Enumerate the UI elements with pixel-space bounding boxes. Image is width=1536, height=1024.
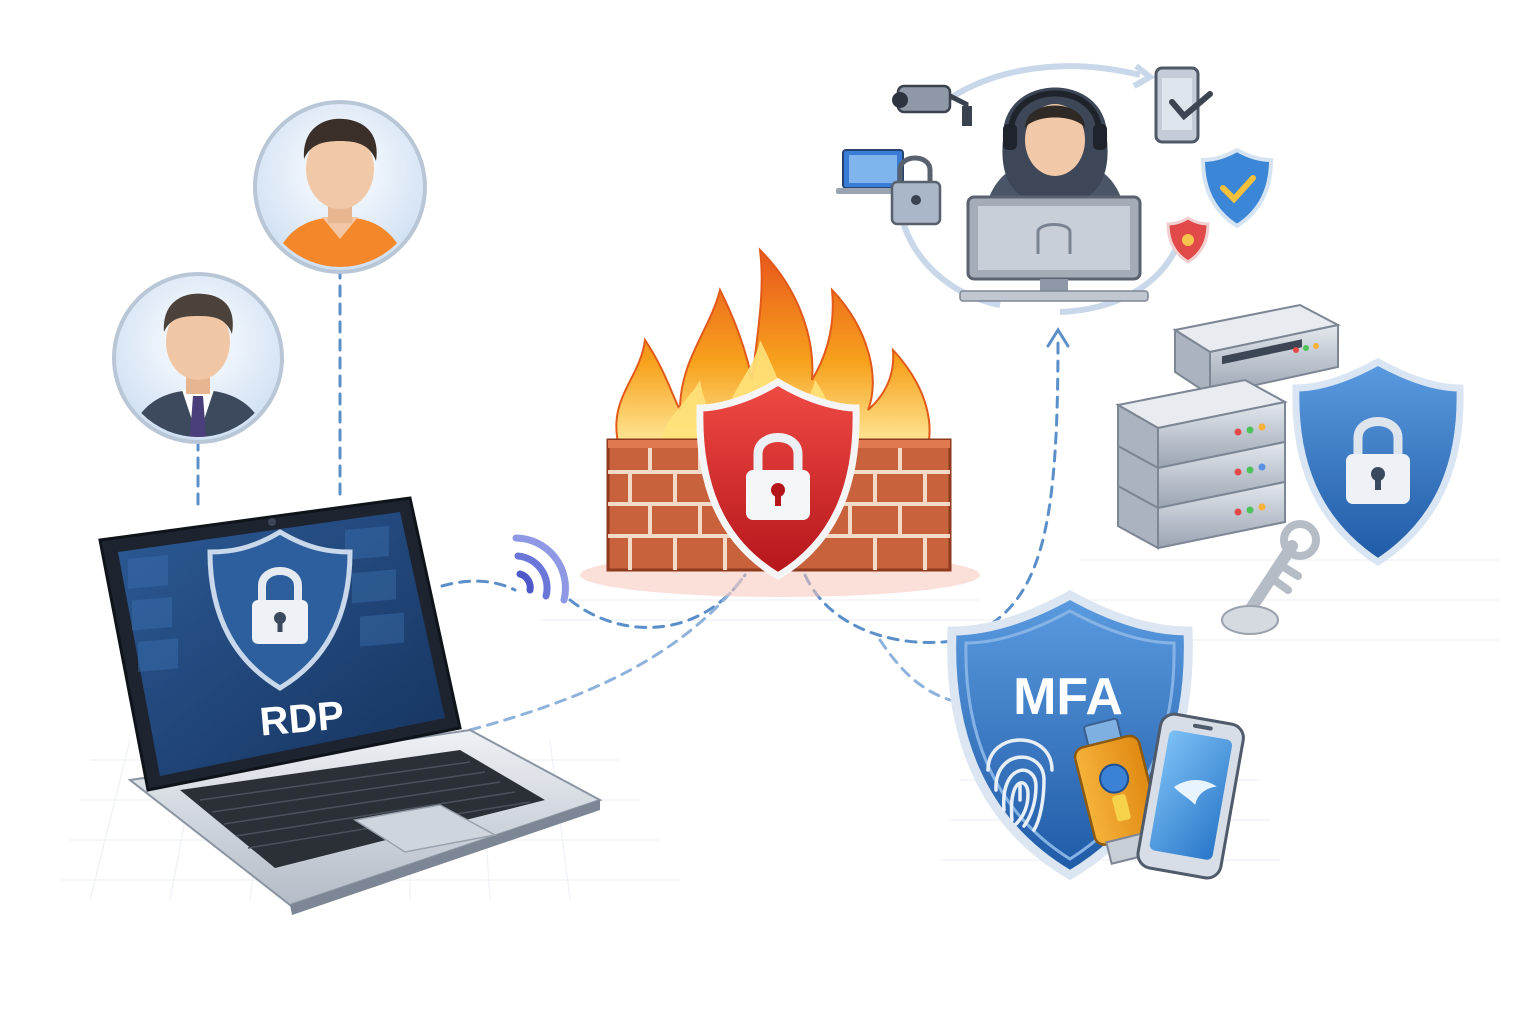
mfa-group: MFA [947, 589, 1245, 881]
server-shield-icon [1292, 358, 1464, 567]
laptop-touchpad [352, 804, 498, 853]
padlock-icon [746, 433, 810, 520]
firewall-shield-icon [696, 377, 860, 581]
connector-laptop-wifi [440, 579, 517, 592]
user-avatar-business [112, 272, 284, 444]
arrowhead-up [1046, 327, 1070, 348]
connector-firewall-mfa-lower [878, 638, 952, 702]
padlock-icon [890, 155, 942, 226]
key-icon [1221, 520, 1320, 635]
firewall-icon [580, 247, 980, 597]
security-analyst-icon [985, 87, 1125, 210]
mfa-label: MFA [1013, 668, 1123, 726]
fingerprint-icon [986, 738, 1054, 832]
small-laptop-icon [836, 149, 910, 194]
laptop-shield-icon [207, 529, 353, 691]
padlock-icon [1346, 417, 1410, 504]
padlock-icon [252, 567, 308, 644]
connector-lines [196, 266, 1060, 732]
monitor-icon [959, 195, 1149, 302]
server-rack-icon [1115, 303, 1464, 635]
small-shield-icon [1166, 216, 1210, 264]
rdp-label: RDP [258, 693, 346, 744]
user-avatar-casual [253, 100, 427, 274]
shield-check-icon [1200, 147, 1274, 229]
connector-mfa-monitoring [958, 338, 1060, 642]
server-unit [1117, 480, 1286, 550]
smartphone-check-icon [1154, 66, 1213, 144]
smartphone-icon [1136, 712, 1245, 880]
security-monitoring-center [836, 63, 1274, 315]
connector-laptop-firewall [468, 573, 747, 732]
cctv-camera-icon [892, 84, 972, 126]
laptop-keyboard [180, 750, 545, 868]
laptop-icon: RDP [98, 496, 603, 915]
wifi-signal-icon [512, 534, 569, 604]
